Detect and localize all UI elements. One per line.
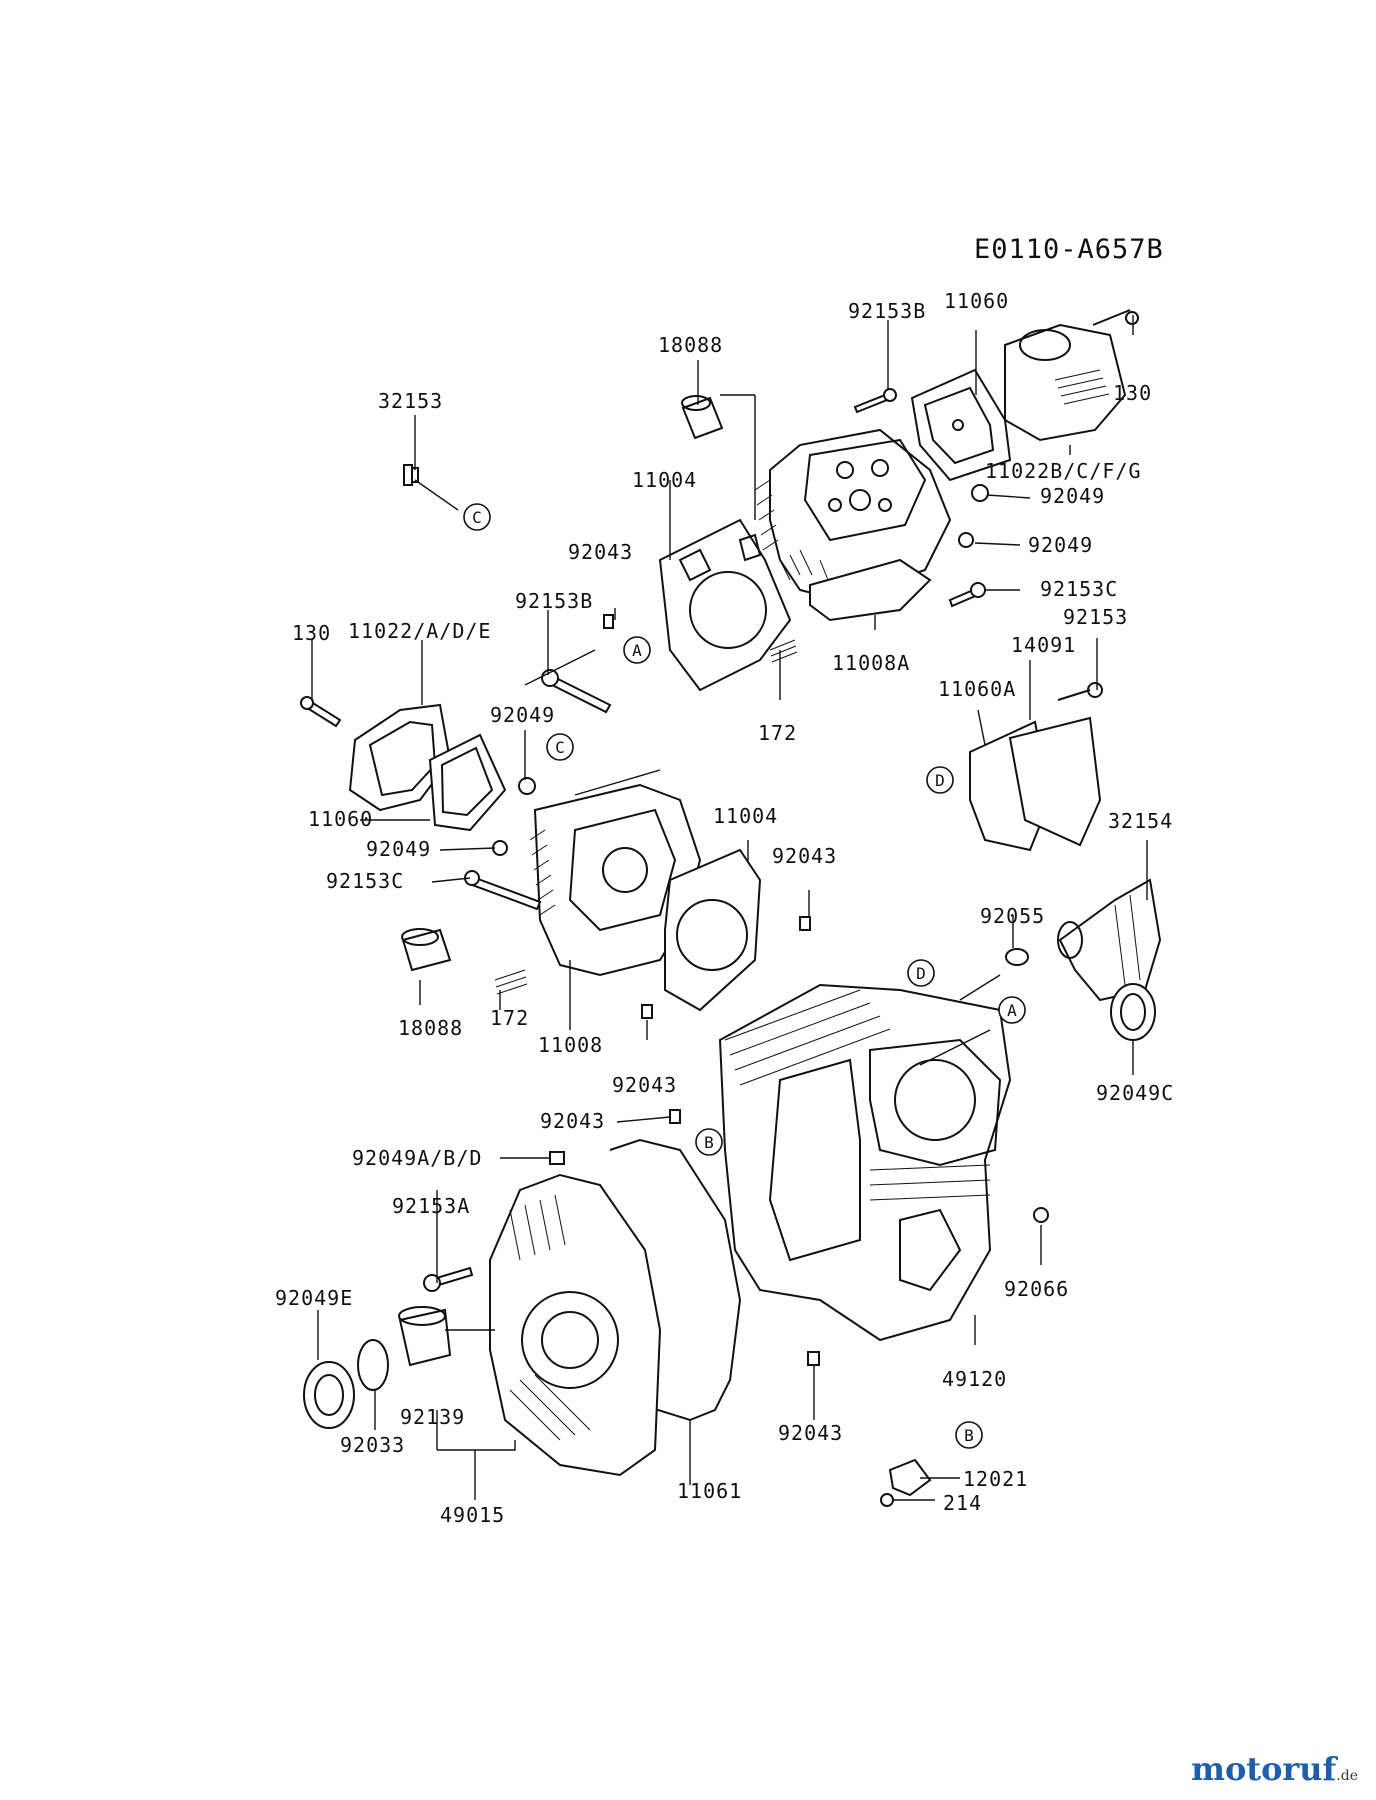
svg-text:B: B — [964, 1426, 974, 1445]
seals-lower-left — [303, 1306, 452, 1429]
part-label: 11004 — [632, 468, 697, 492]
bolts-mid — [300, 669, 811, 1124]
clip-32153 — [403, 464, 419, 486]
part-label: 92139 — [400, 1405, 465, 1429]
part-label: 92066 — [1004, 1277, 1069, 1301]
part-label: 92153B — [515, 589, 593, 613]
gasket-11060-top — [910, 368, 1012, 482]
part-label: 32154 — [1108, 809, 1173, 833]
part-label: 130 — [1113, 381, 1152, 405]
part-label: 11022/A/D/E — [348, 619, 491, 643]
gasket-11061 — [609, 1138, 742, 1422]
part-label: 11008A — [832, 651, 910, 675]
part-label: 92049C — [1096, 1081, 1174, 1105]
part-label: 92049 — [490, 703, 555, 727]
part-label: 11008 — [538, 1033, 603, 1057]
part-label: 49015 — [440, 1503, 505, 1527]
head-gasket-11004-top — [658, 518, 792, 692]
part-label: 172 — [490, 1006, 529, 1030]
cover-49015 — [423, 1151, 662, 1477]
part-label: 14091 — [1011, 633, 1076, 657]
bolts-top — [603, 309, 1139, 663]
gasket-11060-left — [428, 733, 507, 832]
ref-marker-b-case: B — [695, 1128, 723, 1156]
part-label: 92043 — [568, 540, 633, 564]
diagram-code: E0110-A657B — [974, 234, 1164, 265]
part-label: 92055 — [980, 904, 1045, 928]
part-label: 49120 — [942, 1367, 1007, 1391]
svg-text:D: D — [916, 964, 926, 983]
plate-14091 — [1008, 682, 1103, 847]
ref-marker-c-mid: C — [546, 733, 574, 761]
part-label: 214 — [943, 1491, 982, 1515]
part-label: 92049 — [1040, 484, 1105, 508]
svg-text:D: D — [935, 771, 945, 790]
svg-text:B: B — [704, 1133, 714, 1152]
rocker-cover-11022B — [1004, 323, 1127, 442]
part-label: 92153C — [1040, 577, 1118, 601]
part-label: 130 — [292, 621, 331, 645]
part-label: 12021 — [963, 1467, 1028, 1491]
part-label: 11060 — [308, 807, 373, 831]
svg-text:C: C — [472, 508, 482, 527]
part-label: 18088 — [398, 1016, 463, 1040]
part-label: 92153C — [326, 869, 404, 893]
ref-marker-a-case: A — [998, 996, 1026, 1024]
part-label: 11060A — [938, 677, 1016, 701]
part-label: 92153B — [848, 299, 926, 323]
part-label: 92153 — [1063, 605, 1128, 629]
part-label: 92049 — [1028, 533, 1093, 557]
ref-marker-a-top: A — [623, 636, 651, 664]
part-label: 11061 — [677, 1479, 742, 1503]
svg-text:A: A — [632, 641, 642, 660]
cylinder-head-rear — [754, 428, 952, 622]
breather-32154 — [1005, 878, 1162, 1041]
part-label: 92049 — [366, 837, 431, 861]
part-label: 11060 — [944, 289, 1009, 313]
part-label: 11022B/C/F/G — [985, 459, 1142, 483]
ref-marker-c-top: C — [463, 503, 491, 531]
sleeve-18088-left — [401, 928, 452, 972]
part-label: 92153A — [392, 1194, 470, 1218]
part-label: 92043 — [540, 1109, 605, 1133]
brand-logo: motoruf.de — [1191, 1750, 1358, 1788]
crankcase-49120 — [718, 983, 1049, 1366]
ref-marker-b-bottom: B — [955, 1421, 983, 1449]
part-label: 92049A/B/D — [352, 1146, 482, 1170]
ref-marker-d-case: D — [907, 959, 935, 987]
part-label: 92043 — [612, 1073, 677, 1097]
ref-marker-d-left: D — [926, 766, 954, 794]
sleeve-18088-top — [681, 395, 724, 440]
part-label: 172 — [758, 721, 797, 745]
part-label: 18088 — [658, 333, 723, 357]
part-label: 92043 — [778, 1421, 843, 1445]
head-gasket-11004-mid — [664, 848, 762, 1012]
part-label: 92049E — [275, 1286, 353, 1310]
part-label: 92033 — [340, 1433, 405, 1457]
leader-lines — [311, 315, 1148, 1501]
part-label: 92043 — [772, 844, 837, 868]
sensor-12021 — [880, 1458, 932, 1507]
part-label: 32153 — [378, 389, 443, 413]
svg-text:A: A — [1007, 1001, 1017, 1020]
svg-text:C: C — [555, 738, 565, 757]
part-label: 11004 — [713, 804, 778, 828]
